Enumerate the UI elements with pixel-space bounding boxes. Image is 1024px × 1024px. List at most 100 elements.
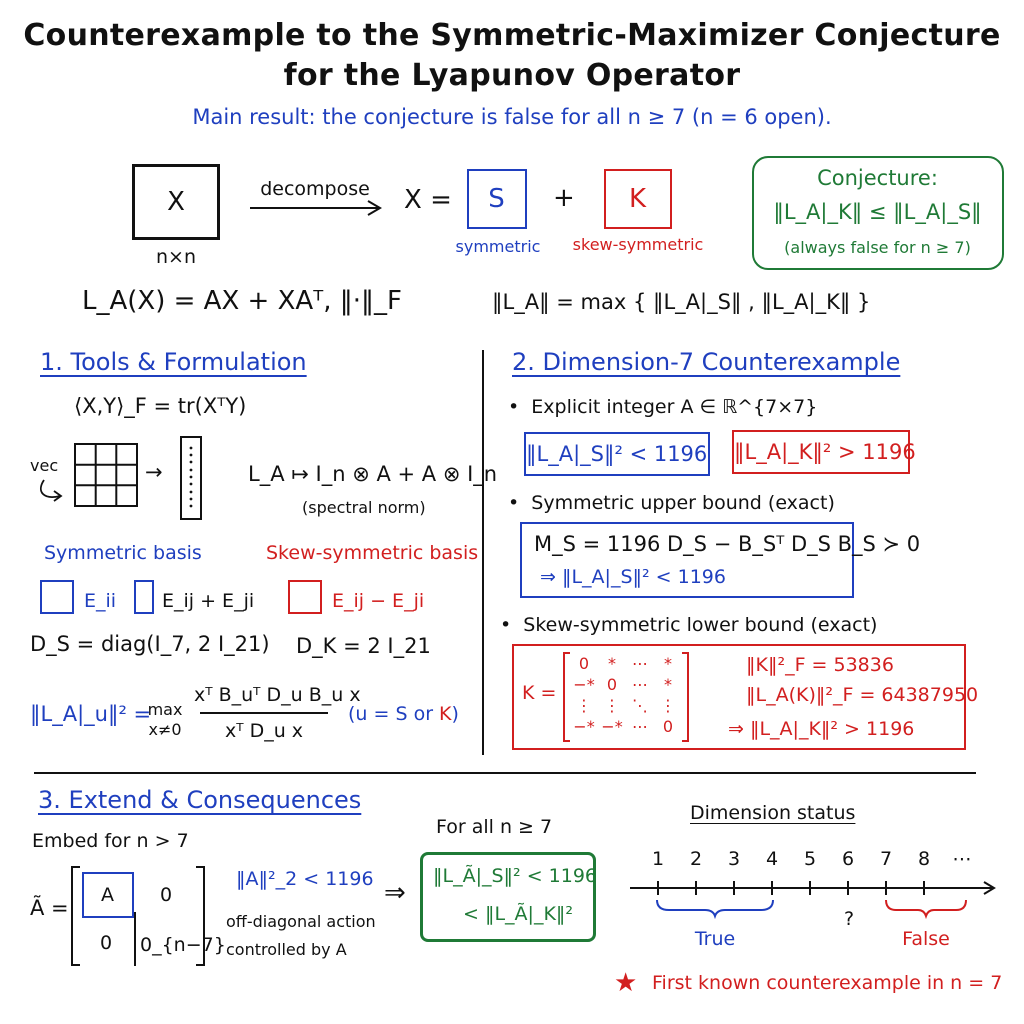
symmetric-label: symmetric bbox=[455, 237, 541, 256]
k-matrix-brackets-icon bbox=[563, 652, 689, 742]
k-matrix-cell: ⋯ bbox=[632, 654, 648, 673]
section3-heading: 3. Extend & Consequences bbox=[38, 786, 362, 814]
k-box: K bbox=[604, 169, 672, 229]
consequence-line2: < ‖L_Ã|_K‖² bbox=[463, 903, 574, 925]
section-divider bbox=[34, 772, 976, 774]
ms-implication: ⇒ ‖L_A|_S‖² < 1196 bbox=[540, 566, 726, 588]
unknown-label: ? bbox=[843, 908, 855, 930]
k-matrix-cell: −* bbox=[601, 717, 623, 736]
x-dimension: n×n bbox=[155, 246, 196, 268]
k-matrix-cell: ⋯ bbox=[632, 717, 648, 736]
consequence-line1: ‖L_Ã|_S‖² < 1196 bbox=[433, 865, 598, 887]
conjecture-note: (always false for n ≥ 7) bbox=[784, 238, 971, 257]
k-frobenius-norm: ‖K‖²_F = 53836 bbox=[746, 654, 894, 676]
bullet-skew-bound: • Skew-symmetric lower bound (exact) bbox=[500, 614, 878, 636]
false-label: False bbox=[902, 928, 950, 950]
plus-sign: + bbox=[553, 183, 575, 213]
offdiag-line1: off-diagonal action bbox=[226, 912, 376, 931]
kronecker-form: L_A ↦ I_n ⊗ A + A ⊗ I_n bbox=[248, 462, 498, 486]
bullet-explicit-a: • Explicit integer A ∈ ℝ^{7×7} bbox=[508, 396, 818, 418]
number-line-tick-label: 4 bbox=[765, 848, 779, 870]
k-matrix-cell: * bbox=[664, 654, 672, 673]
k-matrix-cell: * bbox=[664, 675, 672, 694]
k-matrix-cell: −* bbox=[573, 717, 595, 736]
page-subtitle: for the Lyapunov Operator bbox=[283, 58, 741, 93]
number-line-tick-label: 6 bbox=[841, 848, 855, 870]
lk-frobenius-norm: ‖L_A(K)‖²_F = 64387950 bbox=[746, 684, 979, 706]
symmetric-basis-square-2 bbox=[134, 580, 154, 614]
block-zero-n: 0_{n−7} bbox=[140, 934, 226, 956]
section1-heading: 1. Tools & Formulation bbox=[40, 348, 307, 376]
number-line-tick-label: 8 bbox=[917, 848, 931, 870]
basis-e-ij-plus: E_ij + E_ji bbox=[162, 590, 255, 612]
ms-condition: M_S = 1196 D_S − B_Sᵀ D_S B_S ≻ 0 bbox=[534, 532, 921, 556]
rayleigh-lhs: ‖L_A|_u‖² = bbox=[30, 702, 152, 726]
k-matrix-cell: ⋮ bbox=[576, 696, 592, 715]
skew-basis-label: Skew-symmetric basis bbox=[266, 542, 479, 564]
k-matrix-cell: 0 bbox=[578, 654, 590, 673]
basis-e-ij-minus: E_ij − E_ji bbox=[332, 590, 425, 612]
number-line-tick-label: 3 bbox=[727, 848, 741, 870]
a-tilde-equals: Ã = bbox=[30, 896, 69, 920]
basis-e-ii: E_ii bbox=[84, 590, 117, 612]
ms-box: M_S = 1196 D_S − B_Sᵀ D_S B_S ≻ 0 ⇒ ‖L_A… bbox=[520, 522, 920, 598]
for-all-label: For all n ≥ 7 bbox=[436, 816, 553, 838]
u-note: (u = S or K) bbox=[348, 703, 459, 725]
k-matrix-cell: * bbox=[608, 654, 616, 673]
k-equals: K = bbox=[522, 682, 557, 704]
footnote: First known counterexample in n = 7 bbox=[652, 972, 1003, 994]
number-line-icon bbox=[630, 881, 996, 895]
vec-label: vec bbox=[30, 456, 59, 475]
block-zero-top-right: 0 bbox=[159, 884, 173, 906]
curved-arrow-icon bbox=[39, 479, 63, 502]
skew-basis-square bbox=[288, 580, 322, 614]
block-matrix-brackets-icon bbox=[71, 866, 205, 966]
skew-implication: ⇒ ‖L_A|_K‖² > 1196 bbox=[728, 718, 915, 740]
inner-product: ⟨X,Y⟩_F = tr(XᵀY) bbox=[74, 394, 247, 418]
column-divider bbox=[482, 350, 484, 755]
fraction-bar bbox=[200, 712, 328, 714]
k-matrix-cell: 0 bbox=[662, 717, 674, 736]
number-line-tick-label: 5 bbox=[803, 848, 817, 870]
k-label: K bbox=[628, 184, 647, 214]
vec-arrow: → bbox=[145, 460, 163, 484]
main-result: Main result: the conjecture is false for… bbox=[192, 105, 832, 129]
bullet-symmetric-bound: • Symmetric upper bound (exact) bbox=[508, 492, 835, 514]
conjecture-box: Conjecture: ‖L_A|_K‖ ≤ ‖L_A|_S‖ (always … bbox=[752, 156, 1004, 270]
column-vector-icon bbox=[180, 436, 202, 520]
rayleigh-subscript: x≠0 bbox=[148, 720, 182, 739]
skew-inequality: ‖L_A|_K‖² > 1196 bbox=[734, 440, 916, 464]
true-label: True bbox=[694, 928, 736, 950]
symmetric-inequality-box: ‖L_A|_S‖² < 1196 bbox=[524, 432, 710, 476]
true-brace-icon bbox=[656, 899, 774, 920]
k-matrix: 0*⋯*−*0⋯*⋮⋮⋱⋮−*−*⋯0 bbox=[570, 654, 682, 740]
decompose-label: decompose bbox=[260, 178, 370, 200]
spectral-norm-note: (spectral norm) bbox=[302, 498, 426, 517]
false-brace-icon bbox=[885, 899, 967, 920]
conjecture-title: Conjecture: bbox=[817, 166, 938, 190]
symmetric-basis-label: Symmetric basis bbox=[44, 542, 202, 564]
skew-bound-box: K = 0*⋯*−*0⋯*⋮⋮⋱⋮−*−*⋯0 ‖K‖²_F = 53836 ‖… bbox=[512, 644, 978, 750]
block-a-box: A bbox=[82, 872, 134, 918]
s-label: S bbox=[488, 184, 505, 214]
number-line-tick-label: ⋯ bbox=[952, 848, 972, 870]
number-line-tick-label: 7 bbox=[879, 848, 893, 870]
rayleigh-denominator: xᵀ D_u x bbox=[224, 720, 304, 742]
k-matrix-cell: 0 bbox=[606, 675, 618, 694]
x-equals: X = bbox=[404, 185, 452, 215]
symmetric-basis-square-1 bbox=[40, 580, 74, 614]
norm-definition: ‖L_A‖ = max { ‖L_A|_S‖ , ‖L_A|_K‖ } bbox=[492, 290, 871, 314]
star-icon: ★ bbox=[614, 968, 638, 998]
k-matrix-cell: ⋱ bbox=[632, 696, 648, 715]
block-zero-bottom-left: 0 bbox=[99, 932, 113, 954]
page-title: Counterexample to the Symmetric-Maximize… bbox=[23, 18, 1001, 53]
offdiag-line2: controlled by A bbox=[226, 940, 347, 959]
skew-inequality-box: ‖L_A|_K‖² > 1196 bbox=[732, 430, 916, 474]
grid-icon bbox=[74, 443, 138, 507]
skew-symmetric-label: skew-symmetric bbox=[572, 235, 704, 254]
block-separator bbox=[134, 912, 136, 966]
k-matrix-cell: ⋮ bbox=[604, 696, 620, 715]
number-line-tick-label: 2 bbox=[689, 848, 703, 870]
number-line-tick-label: 1 bbox=[651, 848, 665, 870]
conjecture-formula: ‖L_A|_K‖ ≤ ‖L_A|_S‖ bbox=[773, 200, 982, 224]
